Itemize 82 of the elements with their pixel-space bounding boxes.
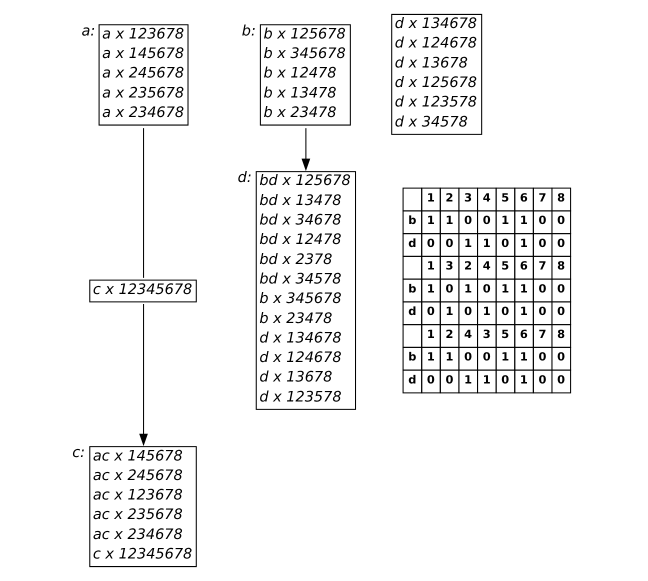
label: 1 [426, 350, 434, 364]
label: 1 [444, 213, 453, 228]
label: 7 [538, 326, 546, 341]
label: 0 [426, 304, 434, 318]
label: 2 [444, 326, 453, 341]
label: 0 [538, 304, 546, 318]
label: 0 [556, 236, 565, 250]
label: d [408, 372, 416, 386]
node-label: d: [237, 170, 252, 186]
label: 2 [464, 258, 472, 273]
label: 0 [482, 281, 490, 296]
label: 3 [444, 258, 453, 273]
label: 1 [519, 236, 528, 250]
label: 1 [464, 372, 472, 386]
label: 0 [538, 236, 546, 250]
label: 0 [556, 281, 565, 296]
label: 1 [426, 326, 434, 341]
label: 1 [519, 213, 528, 228]
label: 1 [519, 281, 528, 296]
label: 1 [464, 236, 472, 250]
label: 0 [538, 281, 546, 296]
label: 1 [500, 281, 509, 296]
label: 1 [444, 350, 453, 364]
label: 7 [538, 190, 546, 204]
label: 8 [556, 190, 565, 204]
label: 1 [444, 304, 453, 318]
label: 1 [426, 281, 434, 296]
label: 8 [556, 258, 565, 273]
label: 1 [464, 281, 472, 296]
label: 0 [538, 372, 546, 386]
label: 0 [482, 350, 490, 364]
label: 0 [500, 304, 509, 318]
label: 0 [482, 213, 490, 228]
label: d [408, 304, 416, 318]
label: 1 [500, 350, 509, 364]
label: 0 [426, 236, 434, 250]
label: 0 [556, 372, 565, 386]
label: 1 [426, 213, 434, 228]
label: 1 [519, 304, 528, 318]
label: 0 [556, 213, 565, 228]
label: 4 [482, 258, 490, 273]
label: 6 [519, 190, 528, 204]
label: 0 [464, 350, 472, 364]
label: 7 [538, 258, 546, 273]
label: 0 [444, 236, 453, 250]
label: 5 [500, 190, 509, 204]
label: 0 [500, 236, 509, 250]
label: 1 [426, 258, 434, 273]
label: 0 [556, 350, 565, 364]
label: d [408, 236, 416, 250]
label: 0 [556, 304, 565, 318]
label: 3 [464, 190, 472, 204]
label: 1 [482, 236, 490, 250]
label: 0 [464, 213, 472, 228]
label: 0 [426, 372, 434, 386]
label: 4 [482, 190, 490, 204]
node-label: c: [72, 445, 85, 462]
label: b [408, 281, 416, 296]
label: 1 [519, 350, 528, 364]
label: 1 [519, 372, 528, 386]
label: 1 [426, 190, 434, 204]
label: 3 [482, 326, 490, 341]
label: 1 [482, 372, 490, 386]
label: 2 [444, 190, 453, 204]
label: b [408, 350, 416, 364]
label: 0 [444, 281, 453, 296]
label: 1 [482, 304, 490, 318]
label: 1 [500, 213, 509, 228]
label: b [408, 213, 416, 228]
node-label: a: [81, 23, 95, 40]
label: 0 [500, 372, 509, 386]
label: 8 [556, 326, 565, 341]
label: 0 [444, 372, 453, 386]
node-label: b: [241, 23, 256, 40]
label: 5 [500, 258, 509, 273]
label: 6 [519, 326, 528, 341]
label: 0 [538, 350, 546, 364]
label: 0 [538, 213, 546, 228]
label: 5 [500, 326, 509, 341]
label: 0 [464, 304, 472, 318]
label: 4 [464, 326, 472, 341]
label: 6 [519, 258, 528, 273]
